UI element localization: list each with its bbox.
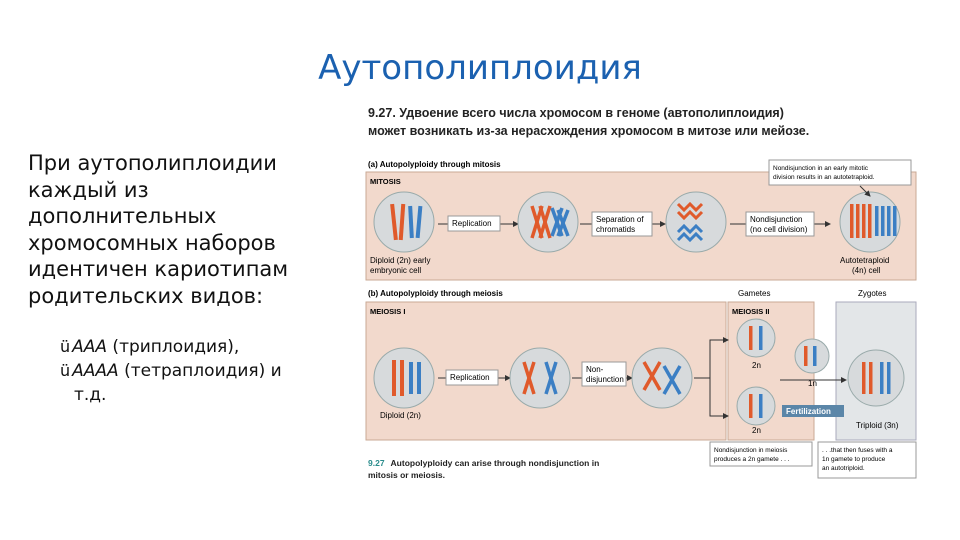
note-text: Nondisjunction in meiosis <box>714 447 788 454</box>
body-line: дополнительных <box>28 204 217 228</box>
checkmark-icon: ü <box>60 337 71 356</box>
nondisjunction-label: disjunction <box>586 375 624 384</box>
meiosis-2-panel <box>727 301 815 441</box>
note-text: 1n gamete to produce <box>822 456 886 463</box>
body-line: идентичен кариотипам <box>28 257 289 281</box>
body-line: родительских видов: <box>28 283 264 308</box>
note-box-b2 <box>817 441 917 479</box>
nondisjunction-label: (no cell division) <box>750 225 808 234</box>
body-line: хромосомных наборов <box>28 230 276 255</box>
bullet-rest: (триплоидия), <box>107 337 240 357</box>
diploid-label: Diploid (2n) <box>380 411 421 420</box>
figure-footnote: 9.27 Autopolyploidy can arise through non… <box>368 457 599 481</box>
meiosis-1-label: MEIOSIS I <box>370 307 405 316</box>
figure-caption: 9.27. Удвоение всего числа хромосом в ге… <box>368 104 928 140</box>
fertilization-label: Fertilization <box>786 407 831 416</box>
triploid-label: Triploid (3n) <box>856 421 899 430</box>
zygotes-label: Zygotes <box>858 289 886 298</box>
figure-diagram: (a) Autopolyploidy through mitosis MITOS… <box>365 159 917 479</box>
replication-label: Replication <box>452 219 492 228</box>
note-text: an autotriploid. <box>822 465 865 472</box>
bullet-rest: (тетраплоидия) и <box>118 361 282 381</box>
2n-label: 2n <box>752 361 761 370</box>
note-text: division results in an autotetraploid. <box>773 174 875 181</box>
body-paragraph: При аутополиплоидии каждый из дополнител… <box>28 150 348 309</box>
figure: 9.27. Удвоение всего числа хромосом в ге… <box>360 100 920 490</box>
note-text: Nondisjunction in an early mitotic <box>773 165 869 172</box>
fertilization-tag <box>782 405 844 417</box>
gamete-cell <box>736 318 776 358</box>
1n-label: 1n <box>808 379 817 388</box>
caption-line: 9.27. Удвоение всего числа хромосом в ге… <box>368 106 784 120</box>
2n-label: 2n <box>752 426 761 435</box>
bullet-continuation: т.д. <box>74 385 107 405</box>
body-line: При аутополиплоидии <box>28 151 277 175</box>
footnote-text: mitosis or meiosis. <box>368 470 445 480</box>
note-box-a <box>768 159 912 186</box>
bullet-item: ü AAA (триплоидия), <box>60 335 350 359</box>
bullet-item: ü AAAA (тетраплоидия) и <box>60 359 350 383</box>
cell <box>517 191 579 253</box>
separation-label: Separation of <box>596 215 644 224</box>
meiosis-2-label: MEIOSIS II <box>732 307 770 316</box>
note-text: . . .that then fuses with a <box>822 447 893 454</box>
nondisjunction-label: Nondisjunction <box>750 215 802 224</box>
cell <box>665 191 727 253</box>
slide-title: Аутополиплоидия <box>318 48 642 88</box>
checkmark-icon: ü <box>60 361 71 380</box>
autotetraploid-label: Autotetraploid <box>840 256 889 265</box>
nondisjunction-label: Non- <box>586 365 604 374</box>
replication-label: Replication <box>450 373 490 382</box>
gamete-cell <box>794 338 830 374</box>
diploid-label: Diploid (2n) early <box>370 256 430 265</box>
panel-b-title: (b) Autopolyploidy through meiosis <box>368 289 503 298</box>
note-text: produces a 2n gamete . . . <box>714 456 790 463</box>
gametes-label: Gametes <box>738 289 770 298</box>
body-line: каждый из <box>28 177 149 202</box>
mitosis-label: MITOSIS <box>370 177 401 186</box>
gamete-cell <box>736 386 776 426</box>
autotetraploid-label: (4n) cell <box>852 266 881 275</box>
separation-label: chromatids <box>596 225 635 234</box>
zygote-cell <box>847 349 905 407</box>
bullet-main: AAAA <box>72 361 119 381</box>
diploid-label: embryonic cell <box>370 266 421 275</box>
panel-a-title: (a) Autopolyploidy through mitosis <box>368 160 501 169</box>
cell <box>509 347 571 409</box>
note-box-b1 <box>709 441 813 467</box>
footnote-text: Autopolyploidy can arise through nondisj… <box>390 458 600 468</box>
caption-line: может возникать из-за нерасхождения хром… <box>368 124 810 138</box>
bullet-main: AAA <box>72 337 108 357</box>
cell <box>631 347 693 409</box>
figure-number: 9.27 <box>368 458 385 468</box>
bullet-list: ü AAA (триплоидия), ü AAAA (тетраплоидия… <box>60 335 350 407</box>
